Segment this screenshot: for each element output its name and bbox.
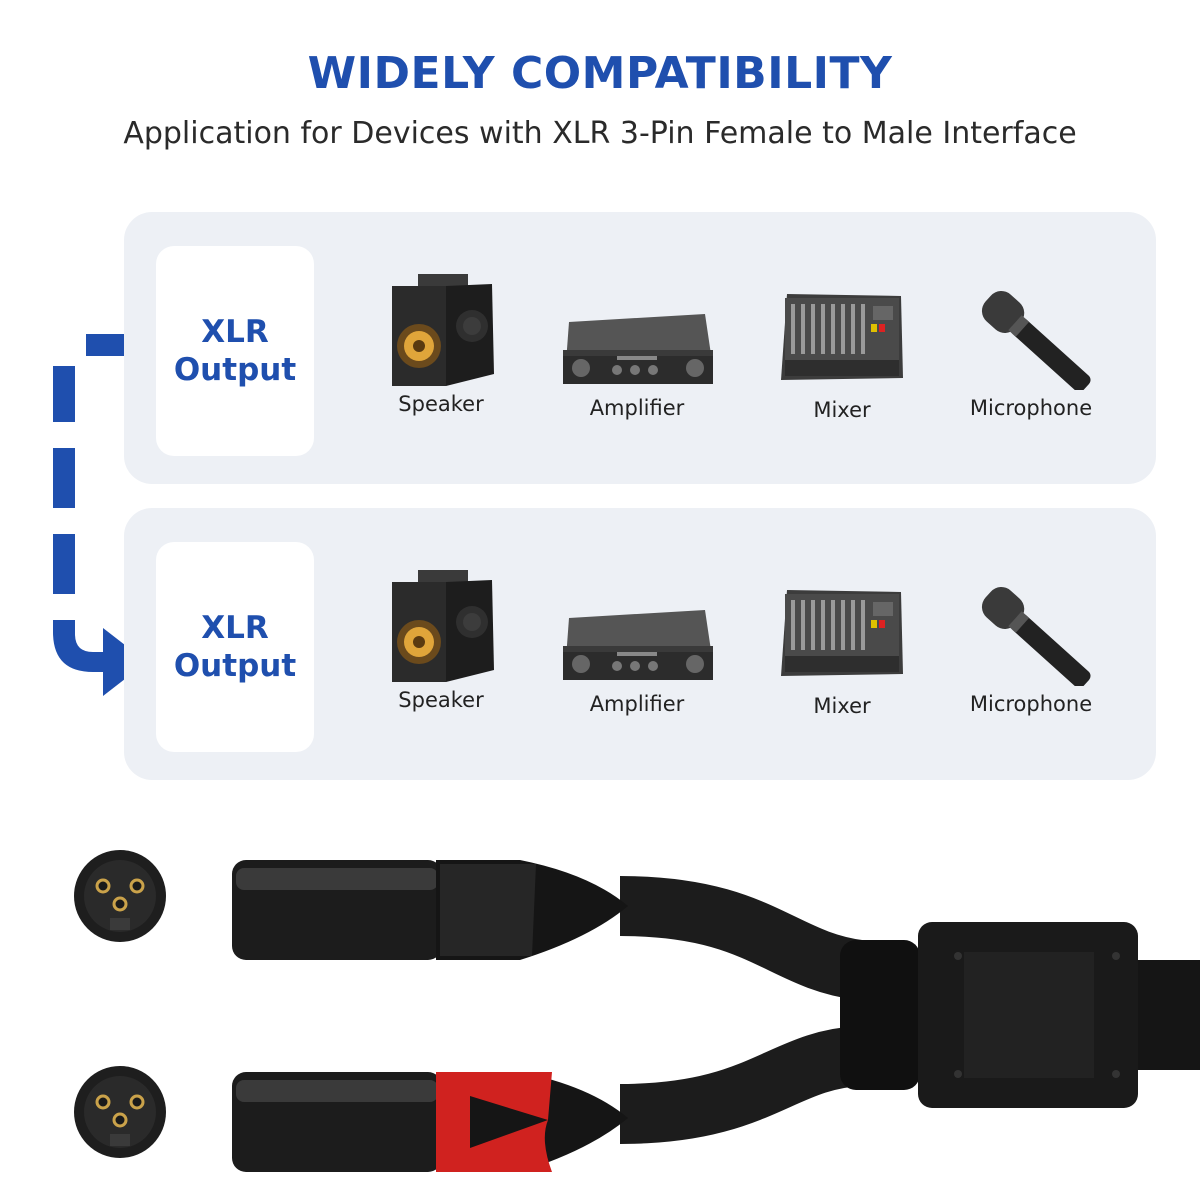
xlr-female-face-icon <box>74 850 166 942</box>
mixer-icon <box>781 590 903 676</box>
device-label: Amplifier <box>589 396 685 420</box>
device-label: Speaker <box>398 688 484 712</box>
amplifier-icon <box>563 314 713 384</box>
device-panel-2: XLR Output Speaker Amplifier <box>124 508 1156 780</box>
device-label: Microphone <box>969 396 1093 420</box>
amplifier-icon <box>563 610 713 680</box>
microphone-icon <box>981 586 1091 686</box>
page-subtitle: Application for Devices with XLR 3-Pin F… <box>123 116 1077 151</box>
device-panel-1: XLR Output Speaker Amplifier <box>124 212 1156 484</box>
device-label: Amplifier <box>589 692 685 716</box>
device-label: Microphone <box>969 692 1093 716</box>
device-label: Mixer <box>813 398 871 422</box>
splitter-block <box>840 922 1138 1108</box>
flow-arrow-icon <box>53 334 147 696</box>
mixer-icon <box>781 294 903 380</box>
xlr-output-box: XLR Output <box>156 246 314 456</box>
xlr-label: XLR <box>201 314 269 350</box>
xlr-male-connector-red <box>232 1072 628 1172</box>
page-title: WIDELY COMPATIBILITY <box>307 48 893 99</box>
xlr-female-face-icon <box>74 1066 166 1158</box>
speaker-icon <box>392 570 494 682</box>
microphone-icon <box>981 290 1091 390</box>
output-label: Output <box>173 648 297 684</box>
xlr-y-cable-image <box>74 850 1200 1172</box>
xlr-output-box: XLR Output <box>156 542 314 752</box>
device-label: Mixer <box>813 694 871 718</box>
device-label: Speaker <box>398 392 484 416</box>
speaker-icon <box>392 274 494 386</box>
xlr-male-connector-black <box>232 860 628 960</box>
xlr-label: XLR <box>201 610 269 646</box>
output-label: Output <box>173 352 297 388</box>
